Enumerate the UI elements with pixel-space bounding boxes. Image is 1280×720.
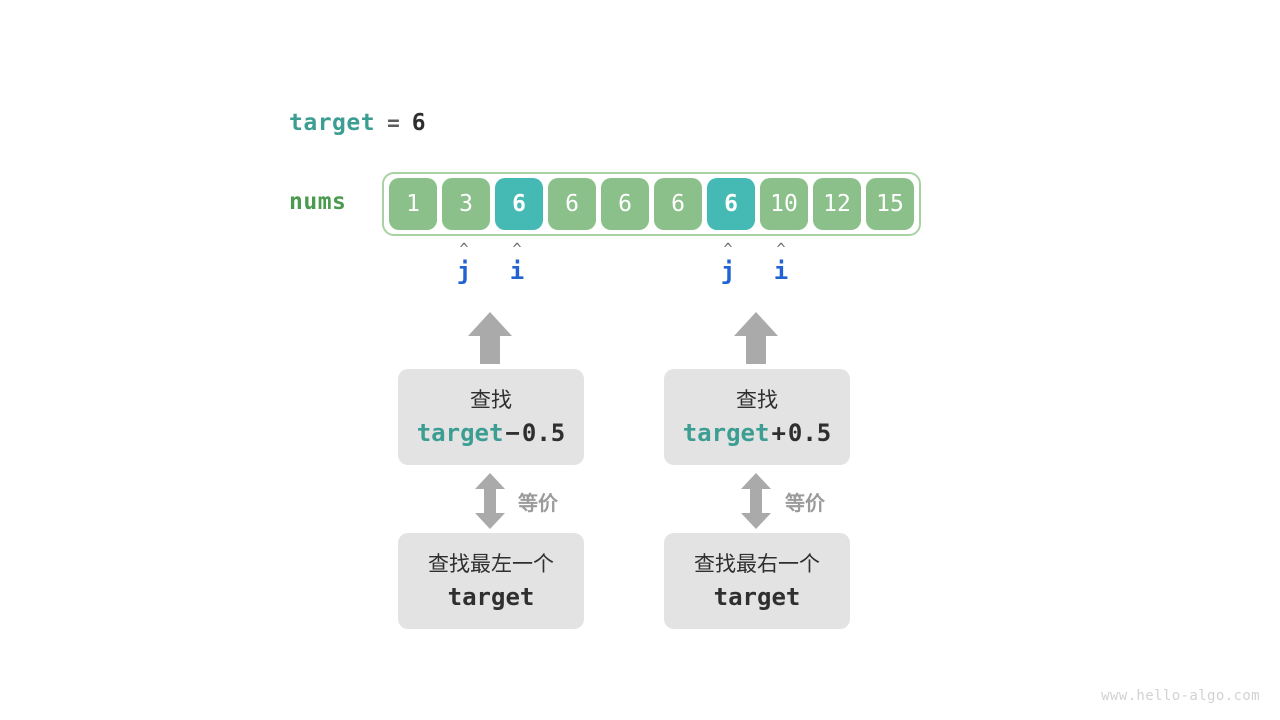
array-cell-6: 6 (707, 178, 755, 230)
watermark: www.hello-algo.com (1101, 688, 1260, 704)
search-box-right-bottom: 查找最右一个 target (664, 533, 850, 629)
target-value: 6 (411, 110, 426, 136)
search-box-left-bottom-title: 查找最左一个 (428, 552, 554, 576)
equals-sign: = (387, 111, 400, 135)
expression-variable: target (416, 419, 504, 447)
expression-number: 0.5 (787, 419, 832, 447)
caret-icon: ^ (776, 240, 786, 258)
search-box-left-bottom-variable: target (447, 583, 535, 611)
caret-icon: ^ (723, 240, 733, 258)
expression-variable: target (682, 419, 770, 447)
pointer-label: i (773, 257, 789, 285)
search-box-right-top-title: 查找 (736, 388, 778, 412)
search-box-left-bottom: 查找最左一个 target (398, 533, 584, 629)
array-cell-2: 6 (495, 178, 543, 230)
pointer-i-left: ^ i (497, 242, 537, 286)
array-cell-4: 6 (601, 178, 649, 230)
search-box-right-bottom-variable: target (713, 583, 801, 611)
pointer-label: j (456, 257, 472, 285)
search-box-left-top-expression: target−0.5 (417, 416, 566, 450)
search-box-right-top-expression: target+0.5 (683, 416, 832, 450)
search-box-right-top: 查找 target+0.5 (664, 369, 850, 465)
expression-operator: + (771, 419, 786, 447)
target-variable-label: target (289, 110, 376, 136)
target-declaration: target = 6 (289, 110, 426, 136)
array-cell-3: 6 (548, 178, 596, 230)
array-cell-8: 12 (813, 178, 861, 230)
array-cell-1: 3 (442, 178, 490, 230)
array-cell-0: 1 (389, 178, 437, 230)
caret-icon: ^ (459, 240, 469, 258)
equivalence-label-right: 等价 (785, 491, 825, 515)
expression-operator: − (505, 419, 520, 447)
array-container: 1 3 6 6 6 6 6 10 12 15 (382, 172, 921, 236)
expression-number: 0.5 (521, 419, 566, 447)
array-label: nums (289, 189, 347, 215)
pointer-label: j (720, 257, 736, 285)
double-arrow-icon-left (475, 473, 505, 529)
pointer-label: i (509, 257, 525, 285)
caret-icon: ^ (512, 240, 522, 258)
pointer-j-left: ^ j (444, 242, 484, 286)
search-box-right-bottom-title: 查找最右一个 (694, 552, 820, 576)
pointer-i-right: ^ i (761, 242, 801, 286)
array-cell-7: 10 (760, 178, 808, 230)
equivalence-label-left: 等价 (518, 491, 558, 515)
up-arrow-icon-left (468, 312, 512, 364)
search-box-left-top: 查找 target−0.5 (398, 369, 584, 465)
pointer-j-right: ^ j (708, 242, 748, 286)
search-box-left-top-title: 查找 (470, 388, 512, 412)
array-cell-9: 15 (866, 178, 914, 230)
double-arrow-icon-right (741, 473, 771, 529)
up-arrow-icon-right (734, 312, 778, 364)
array-cell-5: 6 (654, 178, 702, 230)
